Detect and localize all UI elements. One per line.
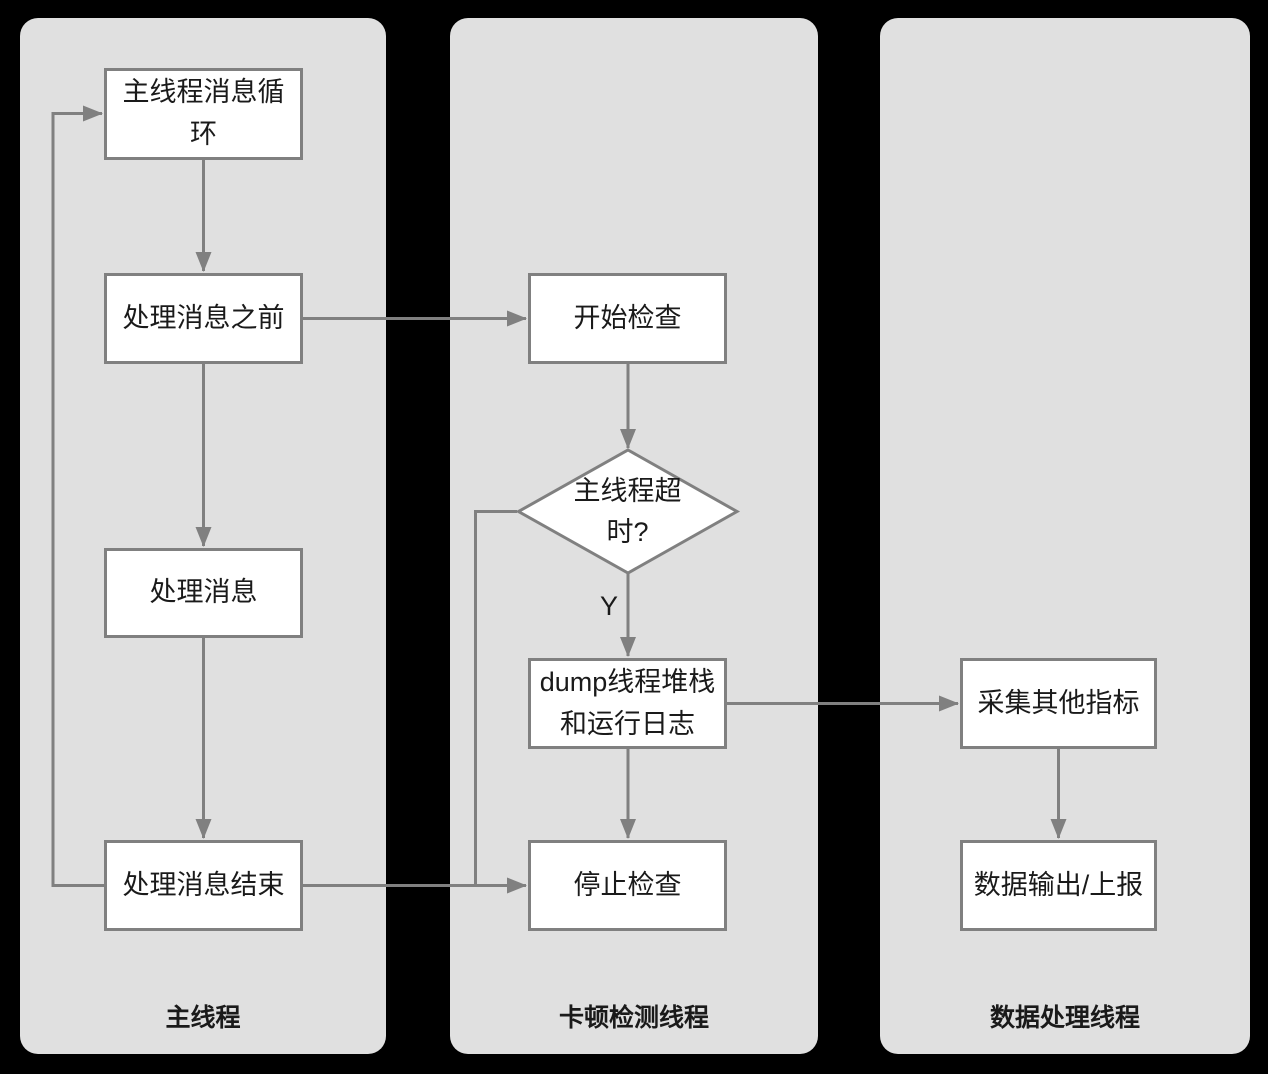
node-before-msg: 处理消息之前 [104,273,303,364]
node-output: 数据输出/上报 [960,840,1157,931]
node-timeout-label: 主线程超 时? [573,476,682,547]
node-msg-loop: 主线程消息循 环 [104,68,303,160]
lane-label-data-thread: 数据处理线程 [989,1004,1140,1032]
lane-label-lag-detect-thread: 卡顿检测线程 [558,1004,709,1032]
node-handle-msg: 处理消息 [104,548,303,638]
lane-label-main-thread: 主线程 [165,1004,241,1032]
node-start-check: 开始检查 [528,273,727,364]
node-dump: dump线程堆栈 和运行日志 [528,658,727,749]
node-msg-end: 处理消息结束 [104,840,303,931]
node-collect: 采集其他指标 [960,658,1157,749]
edge-label-yes: Y [599,591,618,621]
node-stop-check: 停止检查 [528,840,727,931]
